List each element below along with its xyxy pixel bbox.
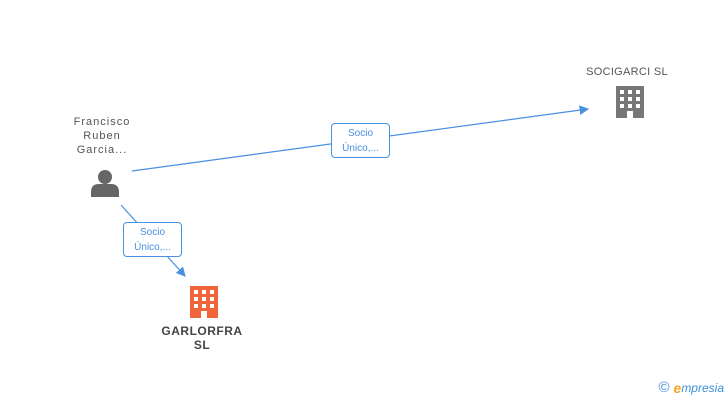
company-name-socigarci[interactable]: SOCIGARCI SL: [586, 66, 668, 78]
person-icon[interactable]: [91, 170, 119, 197]
edge-label-line2: Único,...: [342, 143, 379, 154]
company-name-line2: SL: [193, 338, 211, 352]
edge-label-line1: Socio: [139, 227, 165, 238]
brand-logo-e: e: [673, 379, 682, 396]
person-name-label[interactable]: Francisco Ruben Garcia...: [60, 115, 144, 157]
footer-brand[interactable]: © e mpresia: [658, 379, 724, 396]
company-name-garlorfra[interactable]: GARLORFRA SL: [150, 324, 254, 352]
person-name-line3: Garcia...: [76, 144, 128, 156]
building-icon-highlighted[interactable]: [190, 286, 218, 318]
edge-label-socio-unico[interactable]: Socio Único,...: [123, 222, 182, 257]
edge-label-socio-unico[interactable]: Socio Único,...: [331, 123, 390, 158]
company-name-line1: GARLORFRA: [161, 324, 243, 338]
person-name-line1: Francisco: [73, 116, 131, 128]
brand-logo-text: mpresia: [681, 380, 724, 395]
building-icon[interactable]: [616, 86, 644, 118]
edge-label-line1: Socio: [347, 128, 373, 139]
copyright-icon: ©: [658, 379, 670, 396]
edge-label-line2: Único,...: [134, 242, 171, 253]
person-name-line2: Ruben: [83, 130, 121, 142]
